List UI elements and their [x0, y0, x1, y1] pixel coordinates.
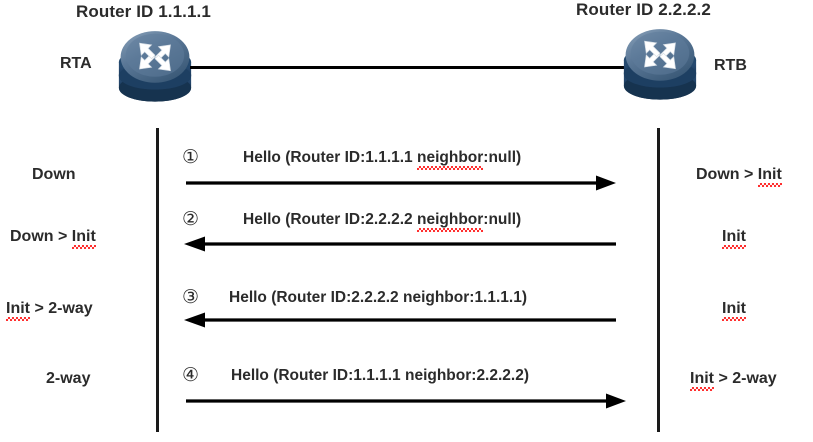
right-state-row-3: Init: [722, 300, 746, 321]
message-arrow-1: [186, 175, 616, 191]
right-state-row-2: Init: [722, 228, 746, 249]
message-misspelled-word: neighbor: [416, 149, 484, 170]
left-state-row-2: Down > Init: [10, 228, 96, 249]
right-state-misspelled-word: Init: [757, 166, 782, 187]
left-state-row-4: 2-way: [46, 370, 90, 388]
right-state-suffix: > 2-way: [714, 370, 777, 387]
message-label-3: Hello (Router ID:2.2.2.2 neighbor:1.1.1.…: [229, 289, 527, 307]
right-state-prefix: Down >: [696, 166, 758, 183]
sequence-number-3: ③: [182, 286, 200, 308]
left-state-prefix: Down >: [10, 228, 72, 245]
right-router-id-label: Router ID 2.2.2.2: [576, 0, 711, 19]
right-state-row-4: Init > 2-way: [690, 370, 777, 391]
left-state-text: Down: [32, 166, 76, 183]
sequence-number-4: ④: [182, 364, 200, 386]
left-state-suffix: > 2-way: [30, 300, 93, 317]
message-arrow-3: [184, 312, 616, 328]
left-state-row-3: Init > 2-way: [6, 300, 93, 321]
left-lifeline: [156, 128, 159, 432]
left-state-misspelled-word: Init: [6, 300, 30, 321]
message-text-prefix: Hello (Router ID:2.2.2.2 neighbor:1.1.1.…: [229, 289, 528, 306]
message-text-prefix: Hello (Router ID:1.1.1.1: [243, 149, 417, 166]
message-text-prefix: Hello (Router ID:2.2.2.2: [243, 211, 417, 228]
router-link-line: [190, 66, 633, 69]
right-state-row-1: Down > Init: [696, 166, 782, 187]
right-state-misspelled-word: Init: [690, 370, 714, 391]
message-arrow-4: [186, 393, 626, 409]
left-state-prefix: 2-way: [46, 370, 91, 387]
sequence-number-2: ②: [182, 208, 200, 230]
left-state-row-1: Down: [32, 166, 76, 184]
left-router-name-label: RTA: [60, 55, 92, 72]
router-icon: [617, 24, 703, 110]
right-state-misspelled-word: Init: [722, 300, 746, 321]
sequence-number-1: ①: [182, 146, 200, 168]
right-lifeline: [657, 128, 660, 432]
message-text-prefix: Hello (Router ID:1.1.1.1 neighbor:2.2.2.…: [231, 367, 530, 384]
message-arrow-2: [184, 236, 616, 252]
left-router-id-label: Router ID 1.1.1.1: [76, 2, 211, 21]
right-state-misspelled-word: Init: [722, 228, 746, 249]
message-misspelled-word: neighbor: [416, 211, 484, 232]
message-text-suffix: :null): [483, 149, 522, 166]
right-router-name-label: RTB: [714, 57, 747, 74]
message-label-1: Hello (Router ID:1.1.1.1 neighbor:null): [243, 149, 522, 170]
message-label-4: Hello (Router ID:1.1.1.1 neighbor:2.2.2.…: [231, 367, 529, 385]
left-state-misspelled-word: Init: [71, 228, 96, 249]
message-label-2: Hello (Router ID:2.2.2.2 neighbor:null): [243, 211, 522, 232]
router-icon: [112, 26, 198, 112]
message-text-suffix: :null): [483, 211, 522, 228]
